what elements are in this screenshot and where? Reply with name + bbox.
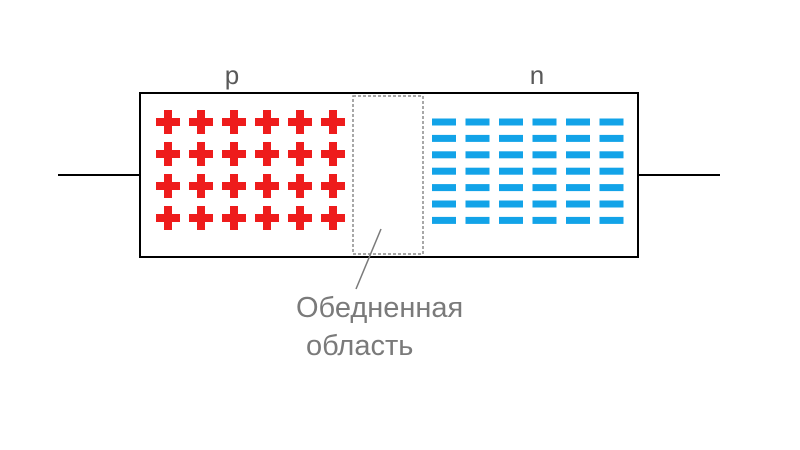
plus-charge-icon [222, 174, 246, 198]
plus-charge-icon [189, 206, 213, 230]
plus-charge-icon [288, 142, 312, 166]
diode-body [139, 92, 639, 258]
n-region-label: n [529, 60, 545, 90]
plus-charge-icon [288, 110, 312, 134]
minus-charge-icon [599, 134, 624, 142]
minus-charge-icon [566, 151, 590, 159]
minus-charge-icon [432, 184, 456, 192]
depletion-label-line2: область [306, 329, 414, 362]
plus-charge-icon [255, 174, 279, 198]
minus-charge-icon [465, 118, 490, 126]
minus-charge-icon [566, 134, 590, 142]
minus-charge-icon [532, 118, 557, 126]
minus-charge-icon [465, 200, 490, 208]
minus-charge-icon [499, 167, 523, 175]
minus-charge-icon [465, 134, 490, 142]
minus-charge-icon [499, 200, 523, 208]
minus-charge-icon [499, 134, 523, 142]
plus-charge-icon [222, 206, 246, 230]
minus-charge-icon [532, 151, 557, 159]
plus-charge-icon [255, 206, 279, 230]
minus-charge-icon [532, 184, 557, 192]
plus-charge-icon [288, 206, 312, 230]
plus-charge-icon [321, 142, 345, 166]
plus-charge-icon [255, 142, 279, 166]
plus-charge-icon [156, 174, 180, 198]
depletion-pointer-line [355, 228, 382, 290]
minus-charge-icon [465, 151, 490, 159]
depletion-region [352, 95, 424, 255]
minus-charge-icon [499, 118, 523, 126]
plus-charge-icon [288, 174, 312, 198]
minus-charge-icon [566, 167, 590, 175]
minus-charge-icon [432, 200, 456, 208]
minus-charge-icon [432, 134, 456, 142]
minus-charge-icon [599, 167, 624, 175]
plus-charge-icon [189, 142, 213, 166]
minus-charge-icon [599, 118, 624, 126]
n-region-charges [432, 118, 624, 224]
plus-charge-icon [255, 110, 279, 134]
minus-charge-icon [465, 167, 490, 175]
minus-charge-icon [599, 216, 624, 224]
minus-charge-icon [532, 167, 557, 175]
minus-charge-icon [465, 184, 490, 192]
minus-charge-icon [432, 216, 456, 224]
plus-charge-icon [189, 174, 213, 198]
minus-charge-icon [432, 151, 456, 159]
minus-charge-icon [532, 216, 557, 224]
minus-charge-icon [566, 216, 590, 224]
minus-charge-icon [532, 134, 557, 142]
minus-charge-icon [499, 151, 523, 159]
plus-charge-icon [156, 110, 180, 134]
minus-charge-icon [566, 184, 590, 192]
minus-charge-icon [599, 151, 624, 159]
plus-charge-icon [156, 206, 180, 230]
minus-charge-icon [566, 118, 590, 126]
minus-charge-icon [599, 200, 624, 208]
minus-charge-icon [566, 200, 590, 208]
plus-charge-icon [321, 174, 345, 198]
minus-charge-icon [432, 167, 456, 175]
p-region-charges [156, 110, 345, 230]
plus-charge-icon [321, 206, 345, 230]
p-region-label: p [224, 60, 240, 90]
minus-charge-icon [432, 118, 456, 126]
plus-charge-icon [156, 142, 180, 166]
depletion-region-label: Обедненная область [296, 290, 556, 365]
minus-charge-icon [465, 216, 490, 224]
minus-charge-icon [499, 216, 523, 224]
minus-charge-icon [599, 184, 624, 192]
plus-charge-icon [321, 110, 345, 134]
plus-charge-icon [222, 110, 246, 134]
depletion-label-line1: Обедненная [296, 292, 464, 324]
plus-charge-icon [222, 142, 246, 166]
plus-charge-icon [189, 110, 213, 134]
minus-charge-icon [532, 200, 557, 208]
minus-charge-icon [499, 184, 523, 192]
